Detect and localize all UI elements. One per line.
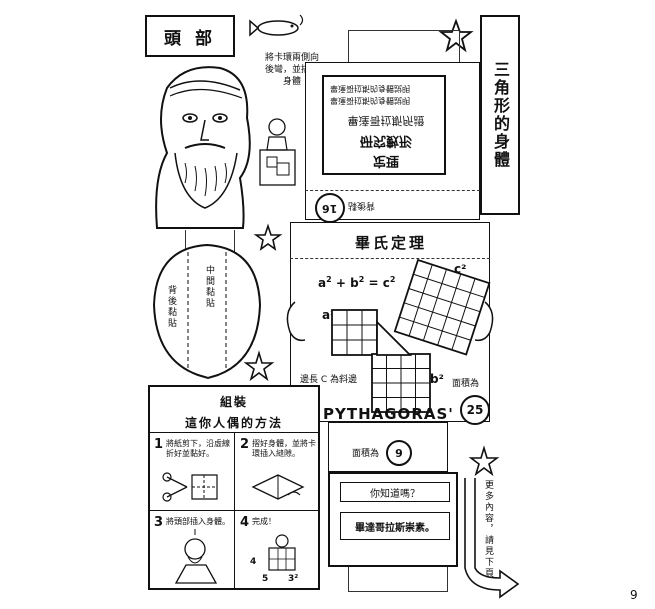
head-note-text: 將卡環兩側向後彎，並插入身體 [264, 53, 319, 87]
folding-icon [251, 474, 305, 500]
know-body-box: 畢達哥拉斯崇素。 [340, 512, 450, 540]
circle-25: 25 [460, 395, 490, 425]
arrow-right-icon [464, 478, 520, 599]
step-4-num: 4 [240, 515, 250, 530]
star-icon [468, 445, 500, 477]
step-4-num-5: 5 [262, 574, 269, 584]
cube-fold-line [305, 190, 480, 191]
body-back-label: 背後黏貼 [165, 285, 178, 329]
head-label-box: 頭 部 [145, 15, 235, 57]
cube-text-panel: 畢達哥拉斯的身體說明 畢達哥拉斯的身體說明 畢達哥拉斯所證 研究數形 定理 [322, 75, 446, 175]
know-body: 畢達哥拉斯崇素。 [355, 522, 435, 534]
star-icon [253, 223, 283, 251]
circle-9-text: 9 [395, 446, 403, 460]
edge-note: 邊長 C 為斜邊 [300, 375, 358, 385]
body-label-box: 三角形的身體 [480, 15, 520, 215]
area-note: 面積為 [452, 379, 480, 389]
step-1-text: 將紙剪下，沿虛線折好並黏好。 [166, 439, 230, 458]
know-title: 你知道嗎？ [370, 488, 420, 500]
pythagoras-label: PYTHAGORAS' [323, 405, 454, 423]
theorem-dash-top [290, 258, 490, 259]
insert-head-icon [174, 529, 218, 584]
formula-eq: = [368, 276, 379, 290]
assembly-header: 組裝 這你人偶的方法 [150, 387, 318, 433]
assembly-divider-h [150, 510, 318, 511]
area-note-2: 面積為 [352, 449, 380, 459]
step-3-text: 將頭部插入身體。 [166, 517, 230, 526]
body-center-label: 中間黏貼 [203, 265, 216, 309]
cube-side-label: 背後黏 [348, 200, 376, 210]
assembly-subtitle: 這你人偶的方法 [184, 416, 283, 430]
fish-icon [249, 14, 304, 37]
circle-9: 9 [386, 440, 412, 466]
formula-plus: + [335, 276, 346, 290]
head-note: 將卡環兩側向後彎，並插入身體 [262, 52, 322, 88]
body-oval [152, 243, 262, 380]
step-2-num: 2 [240, 437, 250, 452]
step-1-num: 1 [154, 437, 164, 452]
page-number: 9 [630, 588, 638, 602]
formula-b-sup: 2 [358, 275, 365, 284]
step-4-text: 完成！ [252, 517, 276, 526]
step-2-text: 摺好身體，並將卡環插入縫隙。 [252, 439, 316, 458]
side-note-text: 背後黏貼 [166, 285, 176, 329]
body-label: 三角形的身體 [491, 61, 510, 169]
cube-line-1: 畢達哥拉斯所證 [347, 114, 425, 127]
cube-mirror-1: 畢達哥拉斯的身體說明 [330, 84, 410, 93]
body-back-label-text: 中間黏貼 [204, 265, 214, 309]
formula-a: a [318, 276, 327, 290]
cube-line-3: 定理 [372, 153, 399, 168]
assembly-figure-icon [259, 118, 296, 186]
cube-number: 16 [322, 201, 338, 215]
step-3-num: 3 [154, 515, 164, 530]
cube-mirror-2: 畢達哥拉斯的身體說明 [330, 96, 410, 105]
bottom-flap [348, 567, 448, 592]
pythagoras-head-illustration [155, 66, 251, 229]
formula-c: c [382, 276, 390, 290]
cube-top-flap [348, 30, 460, 62]
assembly-panel: 組裝 這你人偶的方法 1 將紙剪下，沿虛線折好並黏好。 2 摺好身體，並將卡環插… [148, 385, 320, 590]
know-title-box: 你知道嗎？ [340, 482, 450, 502]
star-icon [243, 350, 275, 382]
formula-b: b [350, 276, 359, 290]
scissors-icon [162, 472, 218, 502]
assembly-title: 組裝 [219, 395, 248, 409]
theorem-title: 畢氏定理 [355, 234, 428, 252]
more-note: 更多內容，請見下頁 [483, 480, 493, 579]
cube-number-circle: 16 [315, 193, 345, 223]
pythagorean-squares [286, 258, 494, 413]
formula-c-sup: 2 [389, 275, 396, 284]
circle-25-text: 25 [466, 403, 484, 417]
finished-figure-icon [268, 534, 296, 571]
formula: a2 + b2 = c2 [318, 275, 395, 290]
know-box: 你知道嗎？ 畢達哥拉斯崇素。 [328, 472, 458, 567]
step-4-num-3: 3² [288, 574, 299, 584]
head-label: 頭 部 [164, 28, 216, 49]
star-icon [438, 18, 474, 53]
step-4-num-4: 4 [250, 557, 257, 567]
formula-a-sup: 2 [326, 275, 332, 284]
label-b2: b² [430, 372, 444, 386]
cube-line-2: 研究數形 [359, 133, 412, 148]
